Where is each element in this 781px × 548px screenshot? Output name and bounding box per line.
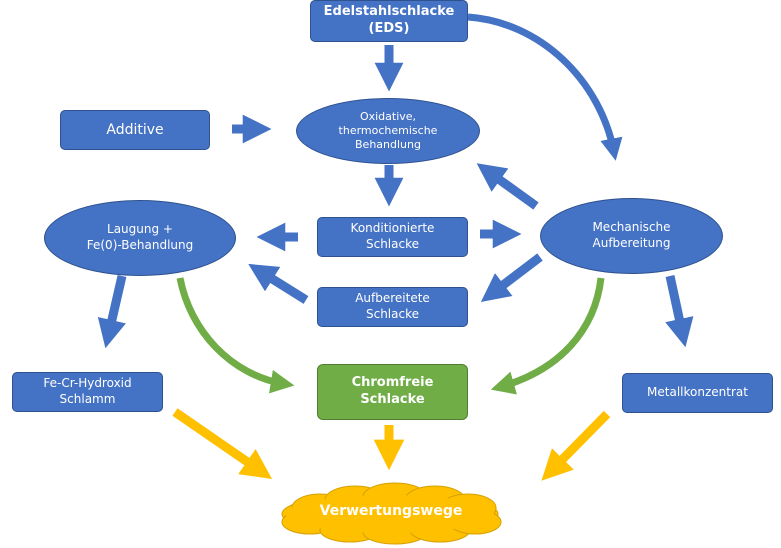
arrow-mechanische-to-metall bbox=[665, 275, 694, 348]
node-metallkonzentrat-label: Metallkonzentrat bbox=[647, 385, 748, 400]
node-oxidative-behandlung-label: Oxidative, thermochemische Behandlung bbox=[338, 109, 438, 152]
node-laugung-label: Laugung + Fe(0)-Behandlung bbox=[86, 222, 194, 252]
node-aufbereitete-schlacke: Aufbereitete Schlacke bbox=[317, 287, 468, 327]
node-konditionierte-schlacke: Konditionierte Schlacke bbox=[317, 217, 468, 257]
arrow-laugung-to-chromfreie bbox=[176, 277, 295, 394]
node-konditionierte-schlacke-label: Konditionierte Schlacke bbox=[350, 221, 435, 251]
node-verwertungswege-label: Verwertungswege bbox=[319, 503, 463, 519]
node-mechanische-aufbereitung-label: Mechanische Aufbereitung bbox=[592, 220, 671, 250]
node-aufbereitete-schlacke-label: Aufbereitete Schlacke bbox=[355, 291, 430, 321]
node-laugung: Laugung + Fe(0)-Behandlung bbox=[44, 200, 236, 276]
arrow-fecr-to-verwertung bbox=[172, 408, 273, 479]
arrow-metall-to-verwertung bbox=[541, 410, 611, 481]
node-metallkonzentrat: Metallkonzentrat bbox=[622, 373, 773, 413]
node-edelstahlschlacke: Edelstahlschlacke (EDS) bbox=[310, 0, 468, 42]
node-edelstahlschlacke-label: Edelstahlschlacke (EDS) bbox=[323, 4, 455, 36]
node-mechanische-aufbereitung: Mechanische Aufbereitung bbox=[540, 198, 723, 274]
arrow-eds-to-mechanische bbox=[467, 13, 623, 161]
arrow-mechanische-to-aufbereitete bbox=[480, 253, 543, 302]
node-fe-cr-hydroxid-label: Fe-Cr-Hydroxid Schlamm bbox=[43, 376, 132, 406]
arrow-aufbereitete-to-laugung bbox=[248, 263, 309, 304]
arrow-mechanische-to-chromfreie bbox=[490, 277, 605, 395]
node-oxidative-behandlung: Oxidative, thermochemische Behandlung bbox=[296, 98, 480, 164]
node-chromfreie-schlacke: Chromfreie Schlacke bbox=[317, 364, 468, 420]
node-fe-cr-hydroxid: Fe-Cr-Hydroxid Schlamm bbox=[12, 372, 163, 412]
node-additive: Additive bbox=[60, 110, 210, 150]
node-additive-label: Additive bbox=[106, 121, 164, 138]
node-chromfreie-schlacke-label: Chromfreie Schlacke bbox=[351, 375, 434, 407]
arrow-mechanische-to-oxidative bbox=[476, 163, 539, 210]
arrow-laugung-to-fecr bbox=[97, 274, 127, 349]
